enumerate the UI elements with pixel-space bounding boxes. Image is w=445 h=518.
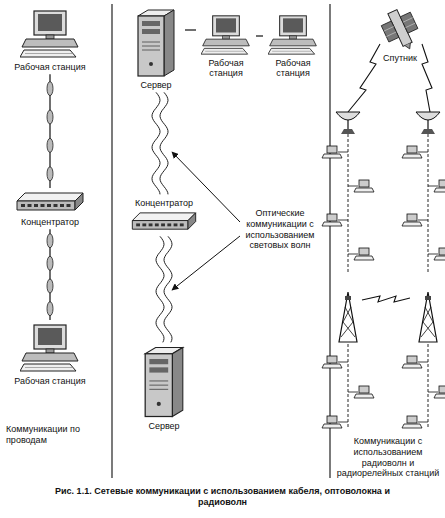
radio-link: [362, 296, 410, 302]
hub-icon: [122, 210, 206, 234]
device-label: Сервер: [128, 80, 184, 90]
device-label: Спутник: [360, 53, 440, 63]
device-label: Рабочая станция: [197, 58, 255, 79]
pc-icon: [264, 14, 322, 56]
hub-icon: [8, 190, 92, 215]
hub-device: Концентратор: [122, 198, 206, 234]
pc-icon: [197, 14, 255, 56]
server-device: Сервер: [128, 8, 184, 90]
sat-icon: [360, 6, 440, 51]
note-label: Коммуникации по проводам: [6, 424, 106, 446]
panel-divider: [111, 4, 112, 478]
server-icon: [134, 345, 194, 419]
radio-network: [322, 112, 445, 428]
device-label: Концентратор: [8, 217, 92, 227]
device-label: Рабочая станция: [10, 62, 90, 72]
sat-device: Спутник: [360, 6, 440, 63]
radio-link: [422, 44, 432, 112]
optical-link: [156, 236, 172, 342]
cable-link: [185, 30, 196, 31]
device-label: Рабочая станция: [10, 376, 90, 386]
pc-device: Рабочая станция: [197, 14, 255, 79]
server-icon: [128, 8, 184, 78]
server-device: Сервер: [134, 345, 194, 431]
callout-arrow: [172, 152, 240, 222]
device-label: Рабочая станция: [264, 58, 322, 79]
pc-icon: [10, 322, 90, 374]
pc-device: Рабочая станция: [10, 8, 90, 72]
optical-link: [152, 92, 168, 194]
cable-link: [47, 229, 53, 320]
hub-device: Концентратор: [8, 190, 92, 227]
cable-link: [256, 36, 263, 37]
panel-divider: [329, 4, 330, 478]
radio-link: [348, 44, 380, 112]
note-label: Коммуникации с использованием радиоволн …: [334, 436, 442, 479]
pc-icon: [10, 8, 90, 60]
pc-device: Рабочая станция: [10, 322, 90, 386]
pc-device: Рабочая станция: [264, 14, 322, 79]
note-label: Оптические коммуникации с использованием…: [232, 208, 328, 251]
device-label: Сервер: [134, 421, 194, 431]
callout-arrow: [172, 236, 240, 290]
device-label: Концентратор: [122, 198, 206, 208]
cable-link: [47, 74, 53, 188]
figure-caption: Рис. 1.1. Сетевые коммуникации с использ…: [40, 486, 405, 508]
